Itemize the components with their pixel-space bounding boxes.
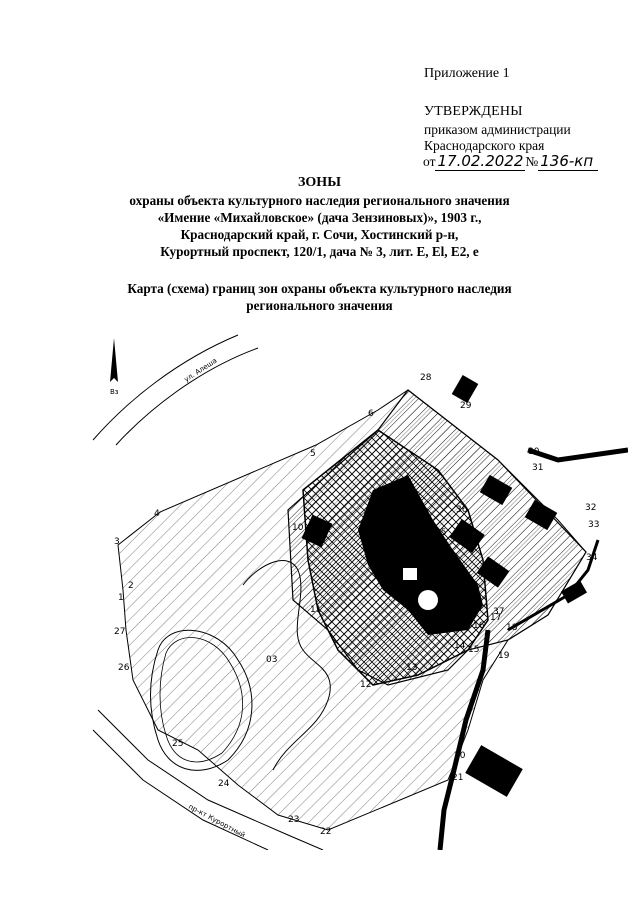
building-right (560, 580, 588, 604)
point-21: 21 (452, 773, 463, 783)
path-loop (150, 629, 253, 771)
point-24: 24 (218, 779, 230, 789)
point-27: 27 (114, 627, 125, 637)
point-35: 35 (435, 528, 446, 538)
point-10: 10 (292, 523, 304, 533)
road-right (527, 447, 628, 463)
building-32 (524, 499, 558, 531)
map-title-line-2: регионального значения (246, 298, 393, 313)
order-number: 136-кп (538, 152, 599, 171)
point-26: 26 (118, 663, 130, 673)
point-18: 18 (506, 623, 518, 633)
point-1: 1 (118, 593, 124, 603)
title-line-1: охраны объекта культурного наследия реги… (129, 193, 510, 208)
point-20: 20 (454, 751, 466, 761)
number-prefix: № (525, 154, 539, 169)
road-right-down (437, 629, 491, 850)
point-6: 6 (368, 409, 374, 419)
approved-label: УТВЕРЖДЕНЫ (424, 104, 523, 119)
point-36: 36 (456, 505, 468, 515)
building-29 (451, 374, 479, 404)
north-label: Вз (110, 388, 119, 396)
point-5: 5 (310, 449, 316, 459)
order-date: 17.02.2022 (435, 152, 526, 171)
building-10 (301, 514, 333, 548)
appendix-label: Приложение 1 (424, 66, 510, 81)
point-17: 17 (490, 613, 501, 623)
point-28: 28 (420, 373, 432, 383)
point-22: 22 (320, 827, 331, 837)
map-title-line-1: Карта (схема) границ зон охраны объекта … (127, 281, 512, 296)
point-16: 16 (473, 621, 485, 631)
point-14: 14 (454, 641, 466, 651)
street-top-edge-2 (115, 347, 259, 446)
order-line-1: приказом администрации (424, 122, 571, 137)
building-37 (476, 556, 510, 588)
date-prefix: от (423, 154, 436, 169)
title-line-2: «Имение «Михайловское» (дача Зензиновых)… (157, 210, 482, 225)
point-15: 15 (468, 645, 479, 655)
doc-heading: ЗОНЫ (298, 175, 341, 190)
point-12: 12 (360, 680, 371, 690)
path-winding (242, 560, 331, 771)
building-lower (465, 745, 523, 797)
building-36 (449, 518, 485, 554)
street-top-edge (92, 334, 239, 441)
point-30: 30 (528, 447, 540, 457)
title-line-3: Краснодарский край, г. Сочи, Хостинский … (180, 227, 459, 242)
street-bottom-label: пр-кт Курортный (187, 803, 246, 840)
zone-map: Вз ул. Алеша пр-кт Курортный 03 1 2 3 4 … (92, 334, 628, 850)
street-bottom-edge-2 (92, 729, 269, 850)
building-opening (403, 568, 417, 580)
main-building (358, 475, 483, 635)
point-31: 31 (532, 463, 543, 473)
north-arrow-icon: Вз (110, 338, 119, 396)
street-bottom-edge (97, 709, 324, 850)
zone-label: 03 (266, 655, 277, 665)
point-4: 4 (154, 509, 160, 519)
point-37: 37 (493, 607, 504, 617)
point-33: 33 (588, 520, 599, 530)
point-11: 11 (310, 605, 321, 615)
path-loop-inner (159, 637, 244, 763)
point-labels: 1 2 3 4 5 6 28 29 30 31 32 33 34 35 36 3… (114, 373, 599, 837)
building-31 (479, 474, 513, 506)
point-3: 3 (114, 537, 120, 547)
point-13: 13 (406, 663, 417, 673)
order-line-2: Краснодарского края (424, 138, 545, 153)
point-23: 23 (288, 815, 299, 825)
point-2: 2 (128, 581, 134, 591)
road-right-edge (507, 539, 600, 632)
building-courtyard (418, 590, 438, 610)
point-25: 25 (172, 739, 183, 749)
point-19: 19 (498, 651, 510, 661)
title-line-4: Курортный проспект, 120/1, дача № 3, лит… (160, 244, 479, 259)
point-29: 29 (460, 401, 472, 411)
point-34: 34 (586, 553, 598, 563)
point-32: 32 (585, 503, 596, 513)
